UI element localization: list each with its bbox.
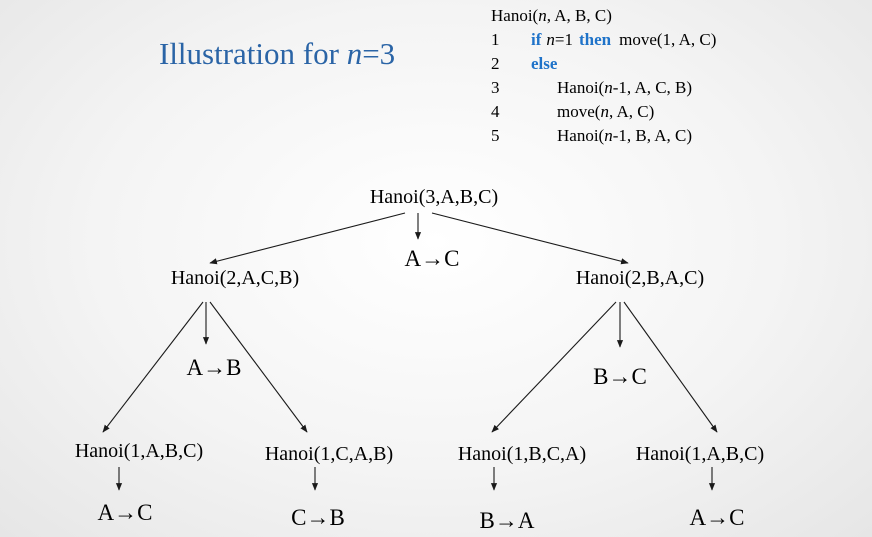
node-left: Hanoi(2,A,C,B) (171, 267, 299, 289)
edge-root-right (431, 212, 629, 265)
edge-left-leaf1 (102, 301, 204, 433)
node-root: Hanoi(3,A,B,C) (370, 186, 498, 208)
node-leaf-3: Hanoi(1,B,C,A) (458, 443, 586, 465)
move-left: A→B (187, 355, 242, 380)
edge-left-leaf2 (209, 301, 308, 433)
move-leaf-4: A→C (690, 505, 745, 530)
move-right: B→C (593, 364, 647, 389)
edge-right-leaf4 (623, 301, 718, 433)
move-leaf-1: A→C (98, 500, 153, 525)
tree-edges (102, 212, 718, 491)
move-leaf-2: C→B (291, 505, 345, 530)
node-leaf-2: Hanoi(1,C,A,B) (265, 443, 393, 465)
node-leaf-4: Hanoi(1,A,B,C) (636, 443, 764, 465)
edge-root-left (209, 212, 406, 265)
move-root: A→C (405, 246, 460, 271)
node-right: Hanoi(2,B,A,C) (576, 267, 704, 289)
slide-title: Illustration for n=3 (159, 36, 395, 71)
code-header: Hanoi(n, A, B, C) (491, 6, 612, 25)
edge-right-leaf3 (491, 301, 617, 433)
move-leaf-3: B→A (480, 508, 535, 533)
tree-nodes: Hanoi(3,A,B,C) A→C Hanoi(2,A,C,B) A→B Ha… (75, 186, 764, 533)
node-leaf-1: Hanoi(1,A,B,C) (75, 440, 203, 462)
